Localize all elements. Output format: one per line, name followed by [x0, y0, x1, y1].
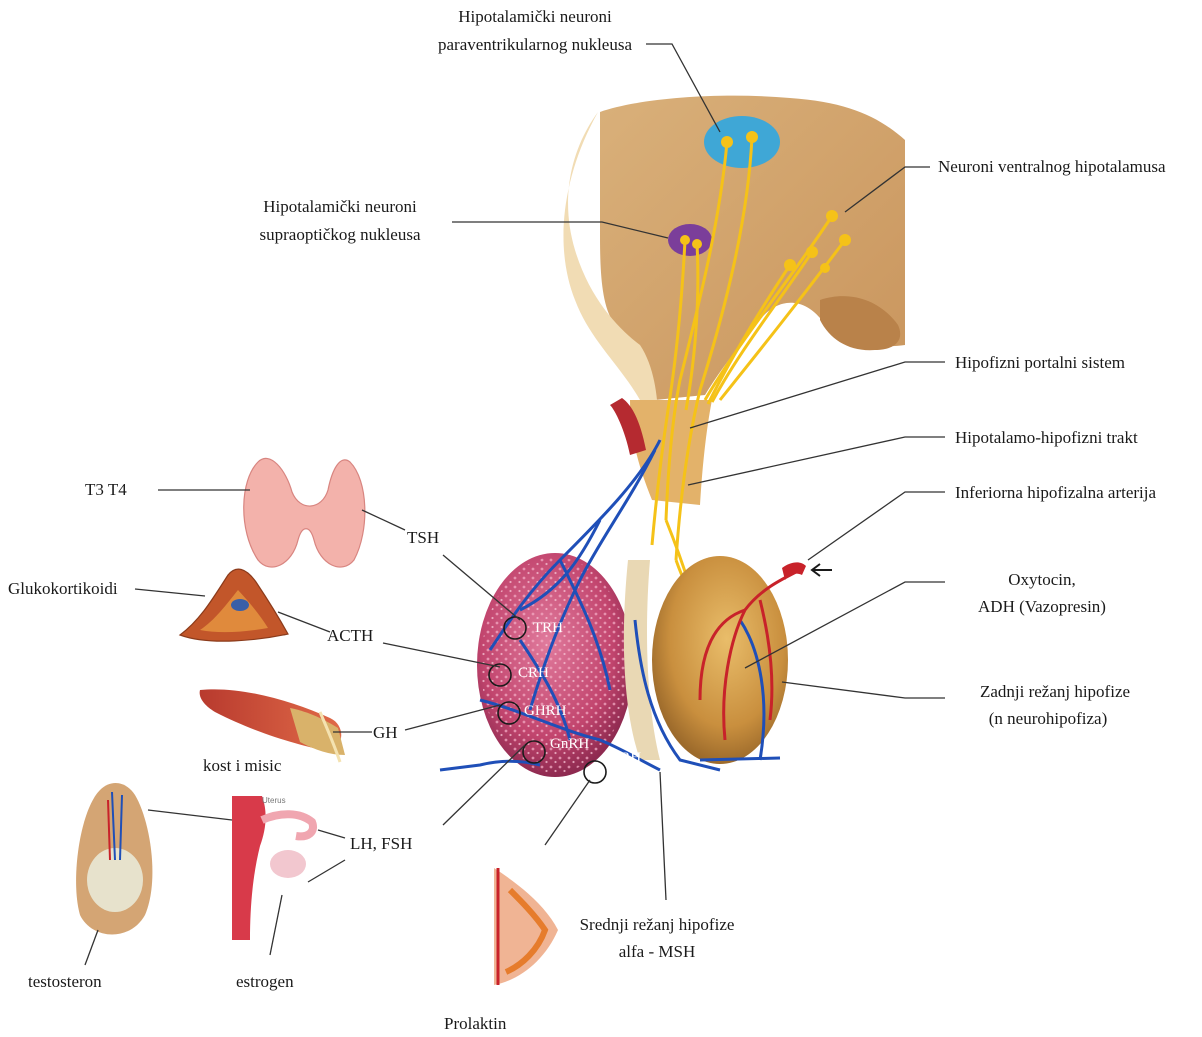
- label-supraoptic-line2: supraoptičkog nukleusa: [260, 225, 421, 244]
- uterus-illustration: Uterus: [232, 796, 313, 940]
- label-kost-misic: kost i misic: [203, 756, 282, 775]
- adrenal-illustration: [180, 569, 288, 641]
- thyroid-illustration: [244, 458, 365, 567]
- label-posterior-lobe-line2: (n neurohipofiza): [989, 709, 1107, 728]
- label-oxytocin-line2: ADH (Vazopresin): [978, 597, 1106, 616]
- inferior-artery-stub: [782, 562, 806, 580]
- gnrh-label: GnRH: [550, 736, 589, 752]
- label-testosteron: testosteron: [28, 972, 102, 991]
- muscle-bone-illustration: [200, 689, 345, 762]
- label-intermediate-lobe-line2: alfa - MSH: [619, 942, 695, 961]
- label-inferior-artery: Inferiorna hipofizalna arterija: [955, 483, 1157, 502]
- label-estrogen: estrogen: [236, 972, 294, 991]
- label-prolaktin: Prolaktin: [444, 1014, 507, 1033]
- label-gh: GH: [373, 723, 398, 742]
- label-paraventricular-line2: paraventrikularnog nukleusa: [438, 35, 632, 54]
- label-t3t4: T3 T4: [85, 480, 127, 499]
- label-lh-fsh: LH, FSH: [350, 834, 412, 853]
- label-posterior-lobe-line1: Zadnji režanj hipofize: [980, 682, 1130, 701]
- testis-illustration: [76, 783, 152, 934]
- label-paraventricular-line1: Hipotalamički neuroni: [458, 7, 612, 26]
- label-oxytocin-line1: Oxytocin,: [1008, 570, 1076, 589]
- ghrh-label: GHRH: [524, 703, 567, 719]
- label-glukokortikoidi: Glukokortikoidi: [8, 579, 118, 598]
- uterus-tag: Uterus: [262, 796, 286, 805]
- crh-label: CRH: [518, 665, 549, 681]
- label-portal-system: Hipofizni portalni sistem: [955, 353, 1125, 372]
- arrow-icon: [812, 564, 832, 576]
- label-supraoptic-line1: Hipotalamički neuroni: [263, 197, 417, 216]
- label-ventral-neurons: Neuroni ventralnog hipotalamusa: [938, 157, 1166, 176]
- trh-label: TRH: [533, 620, 563, 636]
- label-tsh: TSH: [407, 528, 439, 547]
- label-acth: ACTH: [327, 626, 373, 645]
- prh-label: PRH: [612, 750, 641, 766]
- label-intermediate-lobe-line1: Srednji režanj hipofize: [580, 915, 735, 934]
- label-hypothalamo-tract: Hipotalamo-hipofizni trakt: [955, 428, 1138, 447]
- breast-illustration: [494, 868, 558, 985]
